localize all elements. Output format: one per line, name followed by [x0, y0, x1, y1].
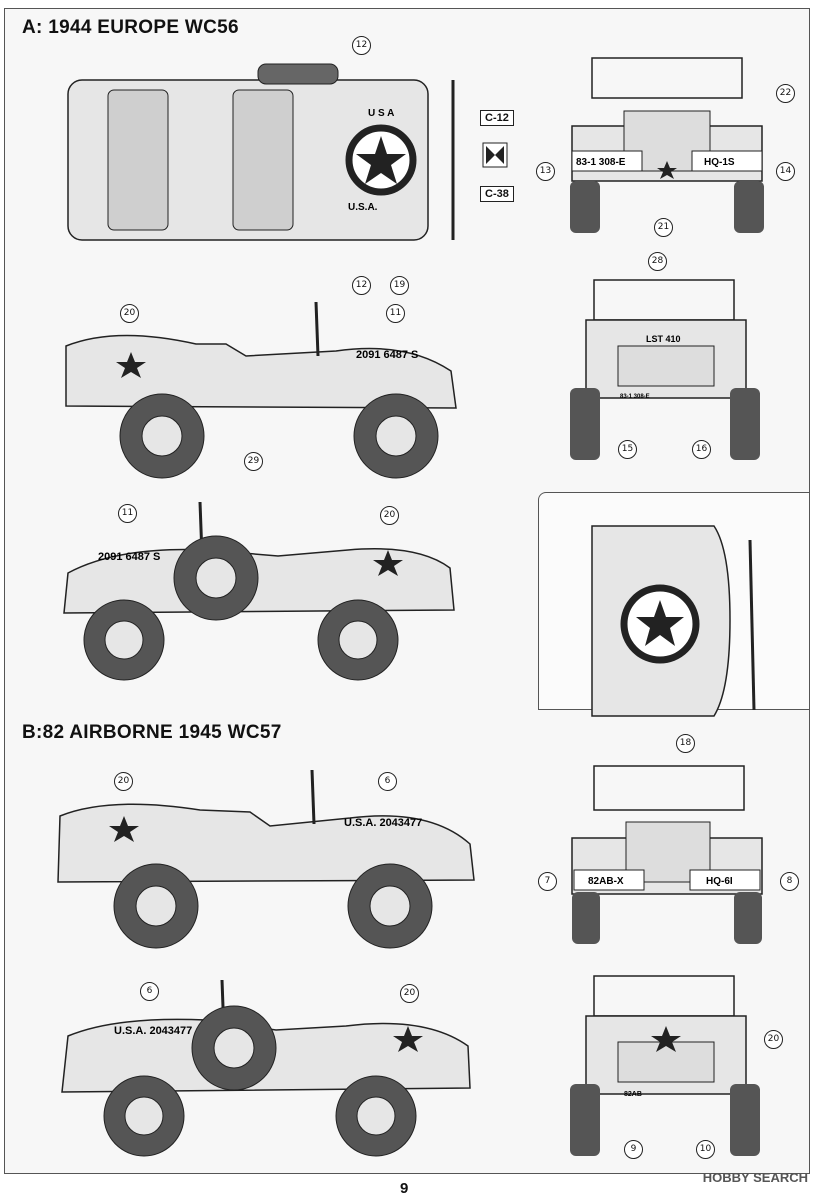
callout-b-rear-3: 10 [696, 1140, 715, 1159]
a-hood-bottom-text: U.S.A. [348, 202, 378, 213]
a-left-side-number: 2091 6487 S [356, 349, 418, 361]
b-rear-view: 82AB [570, 975, 760, 1156]
a-right-side-view: 2091 6487 S [63, 501, 455, 681]
a-hood-detail-view [591, 525, 756, 717]
callout-a-left-3: 29 [244, 452, 263, 471]
a-front-view: 83-1 308-E HQ-1S [570, 57, 764, 233]
callout-a-rear-2: 15 [618, 440, 637, 459]
b-front-left-plate: 82AB-X [588, 876, 624, 887]
b-left-side-number: U.S.A. 2043477 [344, 817, 422, 829]
a-hood-top-text: U S A [368, 108, 394, 119]
color-chip-c38: C-38 [480, 186, 514, 202]
callout-a-left-1: 20 [120, 304, 139, 323]
a-rear-view: LST 410 83-1 308-E [570, 279, 760, 460]
a-front-left-plate: 83-1 308-E [576, 157, 626, 168]
callout-b-front-1: 7 [538, 872, 557, 891]
callout-b-right-2: 20 [400, 984, 419, 1003]
b-right-side-view: U.S.A. 2043477 [61, 979, 471, 1157]
callout-b-rear-1: 20 [764, 1030, 783, 1049]
callout-a-top-3: 19 [390, 276, 409, 295]
callout-a-top-2: 12 [352, 276, 371, 295]
a-left-side-view: 2091 6487 S [65, 301, 457, 479]
callout-a-front-1: 22 [776, 84, 795, 103]
section-b-title: B:82 AIRBORNE 1945 WC57 [22, 722, 282, 743]
callout-b-left-2: 6 [378, 772, 397, 791]
b-right-side-number: U.S.A. 2043477 [114, 1025, 192, 1037]
a-top-view: U S A U.S.A. [67, 63, 455, 241]
page-number: 9 [400, 1180, 409, 1197]
color-chip-c12: C-12 [480, 110, 514, 126]
callout-a-hood: 18 [676, 734, 695, 753]
star-swatch-icon [482, 142, 508, 168]
callout-b-front-2: 8 [780, 872, 799, 891]
callout-a-rear-1: 28 [648, 252, 667, 271]
b-rear-small-plate: 82AB [624, 1091, 642, 1098]
callout-a-left-2: 11 [386, 304, 405, 323]
callout-a-front-3: 14 [776, 162, 795, 181]
a-rear-plate: LST 410 [646, 334, 681, 344]
callout-a-front-4: 21 [654, 218, 673, 237]
callout-b-rear-2: 9 [624, 1140, 643, 1159]
b-left-side-view: U.S.A. 2043477 [57, 769, 475, 949]
a-rear-small-plate: 83-1 308-E [620, 394, 650, 400]
callout-a-top-1: 12 [352, 36, 371, 55]
b-front-view: 82AB-X HQ-6I [571, 765, 763, 944]
callout-a-right-2: 20 [380, 506, 399, 525]
a-front-right-plate: HQ-1S [704, 157, 735, 168]
a-right-side-number: 2091 6487 S [98, 551, 160, 563]
callout-a-front-2: 13 [536, 162, 555, 181]
callout-b-left-1: 20 [114, 772, 133, 791]
callout-a-right-1: 11 [118, 504, 137, 523]
callout-a-rear-3: 16 [692, 440, 711, 459]
watermark: HOBBY SEARCH [702, 1170, 808, 1185]
b-front-right-plate: HQ-6I [706, 876, 733, 887]
callout-b-right-1: 6 [140, 982, 159, 1001]
section-a-title: A: 1944 EUROPE WC56 [22, 17, 239, 38]
